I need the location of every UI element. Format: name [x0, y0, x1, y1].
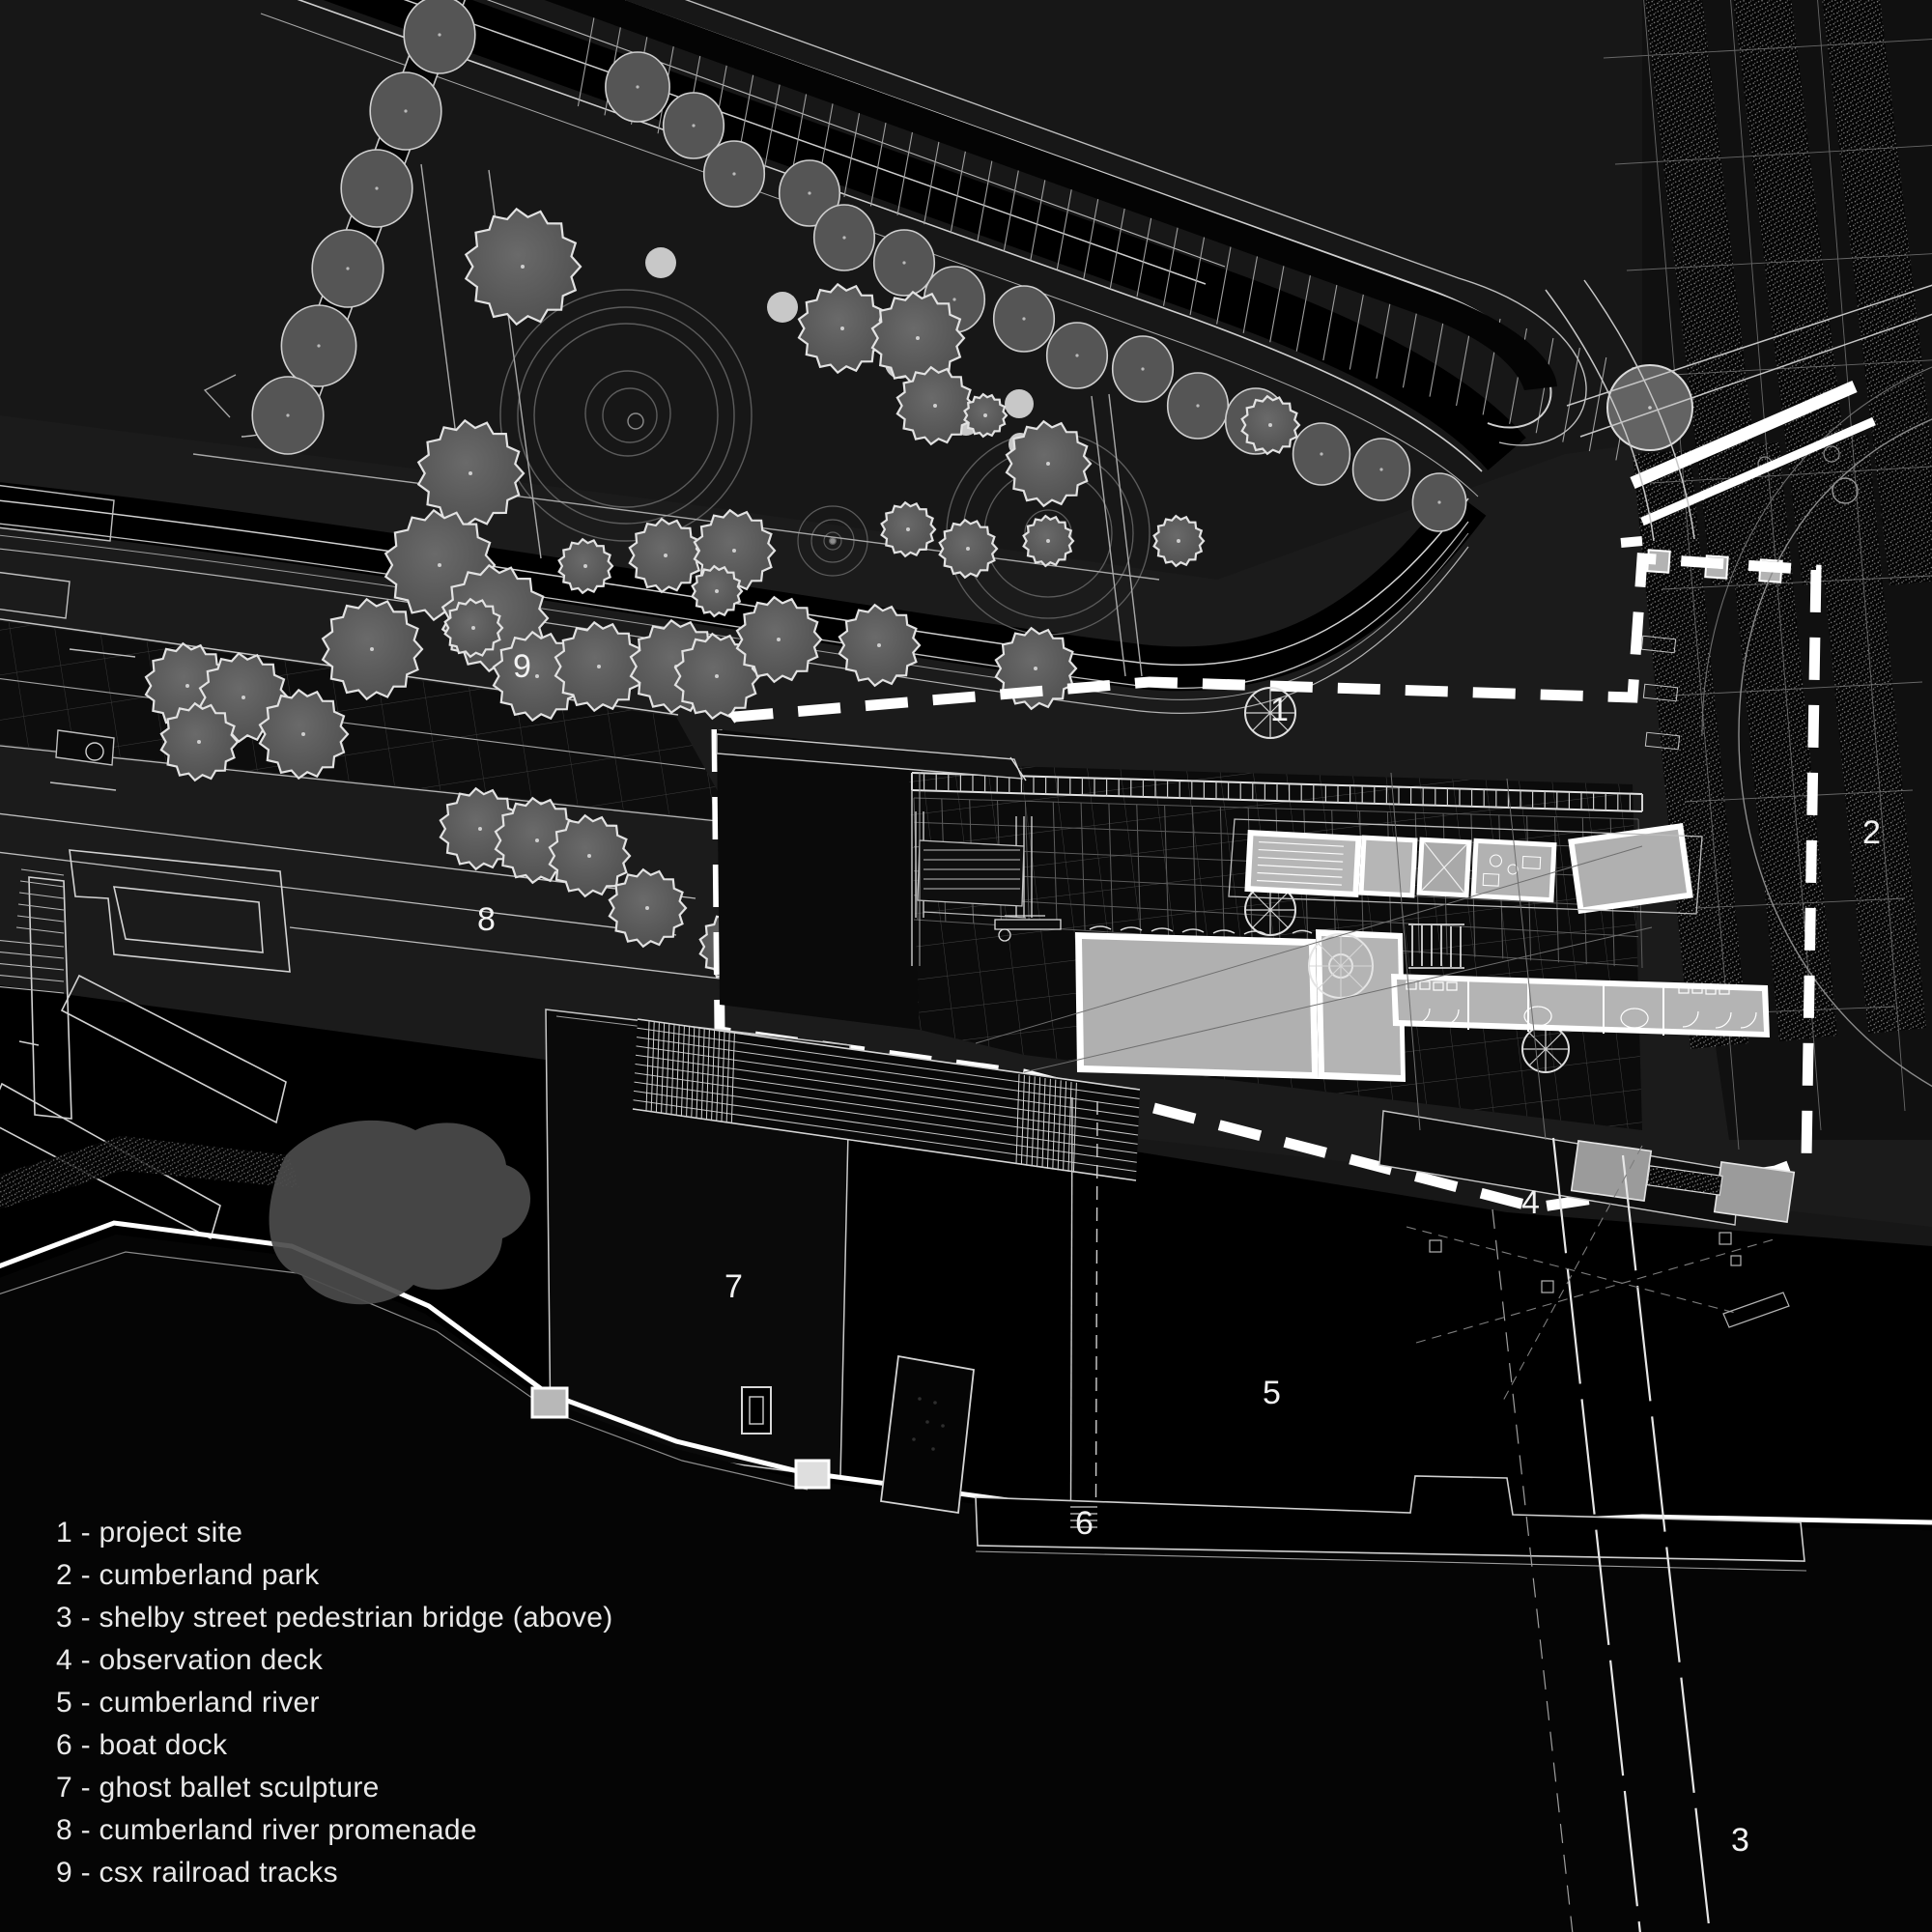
tree [797, 282, 889, 375]
tree [608, 867, 688, 949]
tree [557, 537, 614, 595]
legend-item-5: 5 - cumberland river [56, 1687, 320, 1719]
tree [735, 595, 823, 684]
spiral-stair [1308, 933, 1374, 999]
tree [1045, 322, 1109, 389]
tree [1022, 514, 1075, 568]
tree [1292, 422, 1351, 486]
bridge-piers [1406, 1145, 1778, 1402]
tree [1111, 335, 1175, 403]
stair-b [1408, 923, 1464, 969]
riverbank-gravel [0, 1136, 299, 1209]
legend-item-6: 6 - boat dock [56, 1729, 228, 1761]
upper-roadway [544, 0, 1587, 446]
canopy-wedge [716, 733, 1027, 781]
tree [280, 304, 357, 387]
shelby-street-bridge [1492, 1137, 1711, 1932]
park-ramp-bars [1620, 381, 1876, 548]
legend-item-8: 8 - cumberland river promenade [56, 1814, 477, 1846]
tree [1152, 514, 1206, 568]
tree [778, 159, 841, 227]
restroom-block [1391, 974, 1770, 1037]
tree [691, 564, 744, 618]
bank-tree-canopy [269, 1120, 531, 1305]
circular-plaza-large [499, 289, 753, 542]
tree [416, 418, 526, 528]
tree [628, 517, 704, 594]
tree [838, 603, 922, 688]
tree [1005, 419, 1093, 508]
tree [662, 92, 725, 159]
core-building [1075, 925, 1406, 1082]
tree [812, 204, 876, 271]
tree [311, 229, 384, 308]
adjacent-structures-left [0, 484, 136, 791]
site-linework [975, 772, 1653, 1141]
tree [403, 0, 476, 74]
legend-item-4: 4 - observation deck [56, 1644, 324, 1676]
tree [1240, 394, 1301, 456]
tree [673, 632, 761, 721]
access-roads [1545, 279, 1932, 542]
legend-item-9: 9 - csx railroad tracks [56, 1857, 338, 1889]
legend-item-3: 3 - shelby street pedestrian bridge (abo… [56, 1602, 613, 1634]
tree [938, 518, 999, 580]
tree [895, 365, 976, 446]
tree [159, 701, 240, 782]
tree [464, 207, 582, 327]
tree [872, 229, 936, 297]
legend: 1 - project site 2 - cumberland park 3 -… [56, 1512, 613, 1894]
tree [548, 813, 632, 898]
legend-item-7: 7 - ghost ballet sculpture [56, 1772, 380, 1804]
tree [554, 620, 645, 713]
tree [1351, 438, 1411, 501]
observation-deck [1378, 1110, 1796, 1226]
tree [963, 392, 1009, 439]
park-tree [1606, 364, 1693, 451]
tree [1166, 372, 1230, 440]
tree [340, 149, 413, 228]
tree [1411, 472, 1467, 532]
riverwalk-pier [632, 1018, 1141, 1634]
tree [369, 71, 442, 151]
tree [992, 285, 1056, 353]
legend-item-2: 2 - cumberland park [56, 1559, 320, 1591]
tree [443, 597, 504, 659]
tree [702, 140, 766, 208]
legend-item-1: 1 - project site [56, 1517, 243, 1548]
tree-canopies [144, 0, 1467, 983]
tree [321, 597, 424, 701]
north-rooms-block [1228, 818, 1703, 915]
dock-approach [880, 1354, 975, 1515]
west-entry [911, 773, 1027, 966]
tree [880, 500, 937, 558]
circular-plaza-tiny [797, 505, 868, 577]
site-canopy [911, 772, 1643, 812]
tree [258, 688, 350, 781]
bank-pads [530, 1386, 831, 1490]
tree [605, 51, 670, 123]
terrace-stairs [0, 868, 65, 994]
tree [251, 376, 325, 455]
